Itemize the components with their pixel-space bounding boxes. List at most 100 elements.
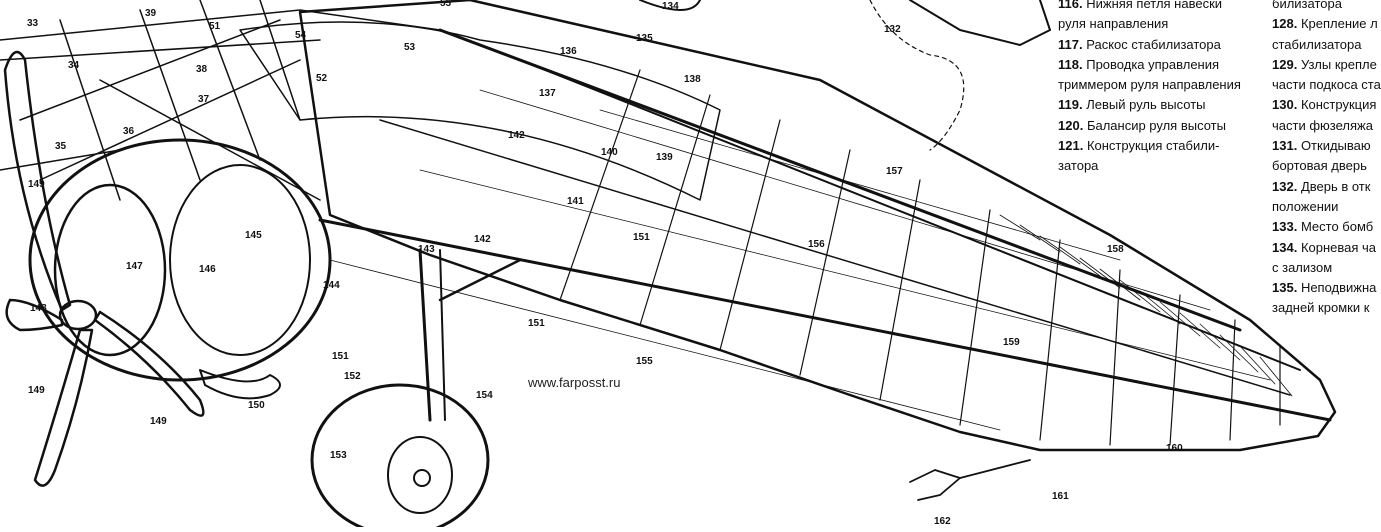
legend-entry-text: стабилизатора — [1272, 36, 1362, 52]
legend-entry-text: руля направления — [1058, 16, 1169, 32]
front-spar — [318, 218, 1332, 422]
legend-entry: 118. Проводка управления — [1058, 55, 1241, 75]
legend-entry-text: Раскос стабилизатора — [1086, 36, 1221, 52]
callout-33: 33 — [27, 18, 39, 29]
canopy-frame — [239, 21, 721, 201]
website-watermark: www.farposst.ru — [528, 375, 621, 390]
legend-entry-text: Балансир руля высоты — [1086, 117, 1226, 133]
callout-39: 39 — [145, 8, 157, 19]
callout-149-a: 149 — [28, 179, 45, 190]
open-door — [909, 0, 1051, 46]
legend-entry-number: 116. — [1058, 0, 1083, 11]
callout-54: 54 — [295, 30, 307, 41]
callout-55: 55 — [440, 0, 452, 9]
mid-spar — [379, 119, 1291, 396]
callout-152: 152 — [344, 371, 361, 382]
propeller-blade-bottom — [33, 328, 94, 487]
legend-entry-number: 129. — [1272, 56, 1298, 72]
legend-entry-number: 130. — [1272, 97, 1298, 113]
legend-column-middle: 116. Нижняя петля навески руля направлени… — [1058, 0, 1241, 177]
legend-entry: положении — [1272, 197, 1381, 217]
callout-142-b: 142 — [474, 234, 491, 245]
gear-strut — [418, 248, 432, 422]
legend-entry: 135. Неподвижна — [1272, 278, 1381, 298]
legend-entry: 131. Откидываю — [1272, 136, 1381, 156]
legend-entry-text: Неподвижна — [1300, 280, 1377, 296]
legend-entry: части подкоса ста — [1272, 75, 1381, 95]
aileron-ribs — [999, 214, 1293, 397]
callout-36: 36 — [123, 126, 135, 137]
legend-column-right: билизатора 128. Крепление л стабилизатора 1… — [1272, 0, 1381, 319]
wing-outline — [298, 0, 1337, 452]
callout-151-a: 151 — [633, 232, 650, 243]
legend-entry-number: 132. — [1272, 178, 1298, 194]
propeller-blade-right — [93, 310, 205, 417]
wing-ribs — [559, 69, 1281, 446]
legend-entry-text: Узлы крепле — [1300, 56, 1377, 72]
cowling-front — [53, 183, 167, 357]
legend-entry-text: Левый руль высоты — [1086, 97, 1206, 113]
legend-entry-number: 119. — [1058, 97, 1083, 113]
callout-151-b: 151 — [528, 318, 545, 329]
legend-entry-text: положении — [1272, 198, 1339, 214]
gear-diagonal-strut — [438, 258, 522, 302]
callout-139: 139 — [656, 152, 673, 163]
propeller-blade-left — [5, 298, 64, 332]
legend-entry: задней кромки к — [1272, 298, 1381, 318]
propeller-spinner — [58, 299, 98, 331]
callout-155: 155 — [636, 356, 653, 367]
legend-entry-number: 133. — [1272, 219, 1298, 235]
callout-145: 145 — [245, 230, 262, 241]
callout-149-b: 149 — [28, 385, 45, 396]
legend-entry-text: задней кромки к — [1272, 300, 1370, 316]
legend-entry: затора — [1058, 156, 1241, 176]
legend-entry: с зализом — [1272, 258, 1381, 278]
callout-53: 53 — [404, 42, 416, 53]
callout-137: 137 — [539, 88, 556, 99]
callout-156: 156 — [808, 239, 825, 250]
callout-151-c: 151 — [332, 351, 349, 362]
door-swing-path — [869, 0, 965, 151]
callout-142-a: 142 — [508, 130, 525, 141]
legend-entry: триммером руля направления — [1058, 75, 1241, 95]
legend-entry-text: билизатора — [1272, 0, 1342, 11]
legend-entry-number: 135. — [1272, 280, 1298, 296]
tail-root — [639, 0, 701, 11]
trailing-spar — [519, 59, 1301, 371]
callout-numbers: 33 39 51 55 134 132 34 54 53 135 136 138… — [27, 0, 1183, 527]
legend-entry: руля направления — [1058, 14, 1241, 34]
callout-147: 147 — [126, 261, 143, 272]
pitot-tube — [959, 459, 1031, 479]
engine-cowling — [28, 138, 332, 382]
callout-143: 143 — [418, 244, 435, 255]
callout-161: 161 — [1052, 491, 1069, 502]
callout-132: 132 — [884, 24, 901, 35]
legend-entry: 129. Узлы крепле — [1272, 55, 1381, 75]
pitot-fork — [909, 469, 961, 501]
legend-entry: 132. Дверь в отк — [1272, 177, 1381, 197]
callout-35: 35 — [55, 141, 67, 152]
legend-entry-text: затора — [1058, 158, 1099, 174]
callout-154: 154 — [476, 390, 493, 401]
legend-entry-text: Крепление л — [1300, 16, 1378, 32]
legend-entry-text: Откидываю — [1300, 138, 1371, 154]
legend-entry: 130. Конструкция — [1272, 95, 1381, 115]
legend-entry-text: части фюзеляжа — [1272, 117, 1373, 133]
legend-entry-text: Корневая ча — [1300, 239, 1377, 255]
legend-entry: бортовая дверь — [1272, 156, 1381, 176]
callout-37: 37 — [198, 94, 210, 105]
rear-spar — [438, 28, 1242, 332]
legend-entry: билизатора — [1272, 0, 1381, 14]
legend-entry: 128. Крепление л — [1272, 14, 1381, 34]
callout-158: 158 — [1107, 244, 1124, 255]
legend-entry-number: 118. — [1058, 56, 1083, 72]
callout-144: 144 — [323, 280, 340, 291]
legend-entry-text: с зализом — [1272, 259, 1333, 275]
callout-135: 135 — [636, 33, 653, 44]
legend-entry-number: 120. — [1058, 117, 1084, 133]
legend-entry-number: 128. — [1272, 16, 1298, 32]
legend-entry: 133. Место бомб — [1272, 217, 1381, 237]
legend-entry-text: Нижняя петля навески — [1086, 0, 1223, 11]
engine-ring — [169, 164, 311, 356]
